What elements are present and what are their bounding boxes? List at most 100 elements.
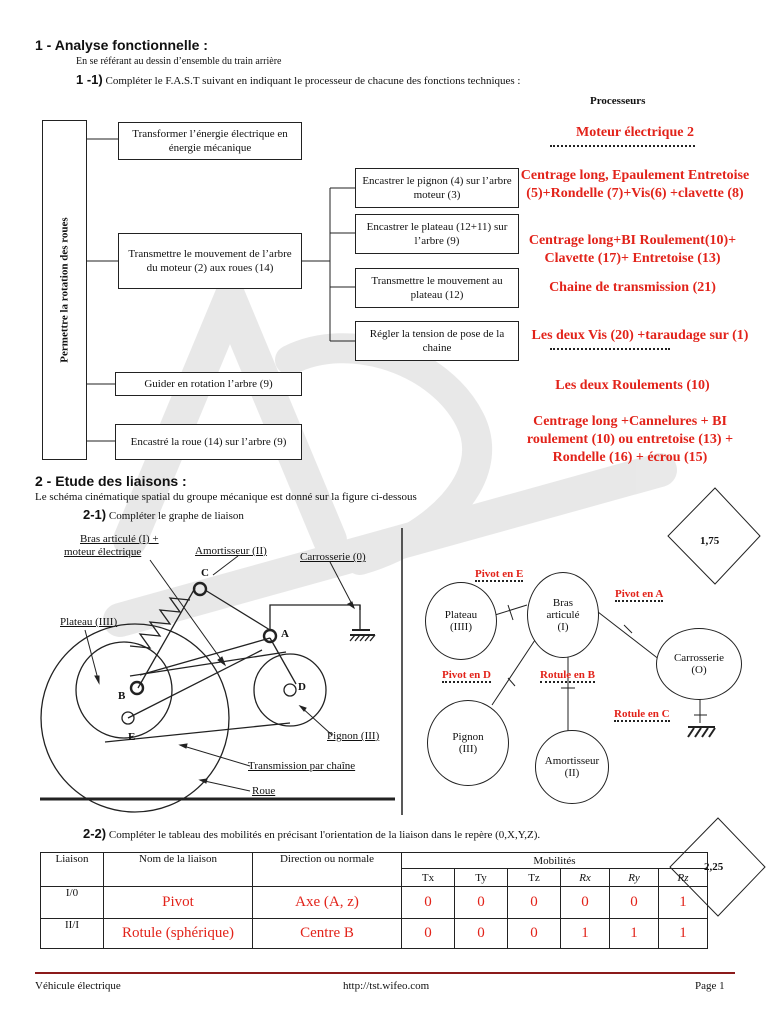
link-rotule-b: Rotule en B: [540, 669, 595, 683]
node-pignon-id: (III): [458, 743, 478, 755]
node-bras: Bras articulé (I): [527, 572, 599, 658]
subfunction-box-1: Encastrer le pignon (4) sur l’arbre mote…: [355, 168, 519, 208]
table-row: II/I Rotule (sphérique) Centre B 0 0 0 1…: [40, 918, 708, 949]
q21-num: 2-1): [83, 507, 107, 522]
node-pignon-name: Pignon: [452, 731, 484, 743]
subfunction-box-2: Encastrer le plateau (12+11) sur l’arbre…: [355, 214, 519, 254]
cell-rx: 0: [560, 886, 610, 919]
subfunction-box-3: Transmettre le mouvement au plateau (12): [355, 268, 519, 308]
cell-liaison: I/0: [40, 886, 104, 919]
cell-tz: 0: [507, 886, 561, 919]
q21: 2-1) Compléter le graphe de liaison: [83, 507, 244, 522]
label-transmission: Transmission par chaîne: [248, 760, 356, 772]
processor-6: Les deux Roulements (10): [555, 378, 710, 393]
cell-rz: 1: [658, 918, 708, 949]
mobility-table: Liaison Nom de la liaison Direction ou n…: [40, 852, 708, 949]
section1-intro: En se référant au dessin d’ensemble du t…: [76, 56, 282, 67]
liaison-graph: [491, 604, 707, 735]
processor-3: Centrage long+BI Roulement(10)+ Clavette…: [528, 233, 737, 266]
point-a: A: [281, 628, 289, 640]
score-diamond-1: [667, 487, 761, 585]
label-plateau: Plateau (IIII): [60, 616, 118, 628]
q22: 2-2) Compléter le tableau des mobilités …: [83, 826, 540, 841]
cell-ty: 0: [454, 918, 508, 949]
point-c: C: [201, 567, 209, 579]
q11-num: 1 -1): [76, 72, 103, 87]
node-plateau: Plateau (IIII): [425, 582, 497, 660]
th-tz: Tz: [507, 868, 561, 887]
q22-num: 2-2): [83, 826, 107, 841]
cell-nom: Pivot: [103, 886, 253, 919]
main-function-box: Permettre la rotation des roues: [42, 120, 87, 460]
th-mobilites: Mobilités: [401, 852, 708, 869]
footer-link[interactable]: http://tst.wifeo.com: [343, 980, 430, 992]
score-1: 1,75: [700, 535, 720, 547]
link-rotule-c: Rotule en C: [614, 708, 670, 722]
label-carrosserie: Carrosserie (0): [300, 551, 366, 563]
score-2: 2,25: [704, 861, 724, 873]
cell-tx: 0: [401, 918, 455, 949]
label-roue: Roue: [252, 785, 276, 797]
link-pivot-d: Pivot en D: [442, 669, 491, 683]
processor-4: Chaine de transmission (21): [549, 280, 716, 295]
dots-1: [550, 145, 695, 147]
th-rz: Rz: [658, 868, 708, 887]
node-carrosserie: Carrosserie (O): [656, 628, 742, 700]
link-pivot-e: Pivot en E: [475, 568, 524, 582]
processor-5: Les deux Vis (20) +taraudage sur (1): [531, 328, 749, 343]
label-bras2: moteur électrique: [64, 546, 142, 558]
cell-rz: 1: [658, 886, 708, 919]
label-bras: Bras articulé (I) +: [80, 533, 159, 545]
node-amortisseur-id: (II): [564, 767, 580, 779]
processor-1: Moteur électrique 2: [576, 125, 694, 140]
q22-text: Compléter le tableau des mobilités en pr…: [108, 829, 541, 841]
function-box-3: Guider en rotation l’arbre (9): [115, 372, 302, 396]
q11: 1 -1) Compléter le F.A.S.T suivant en in…: [76, 72, 520, 87]
label-pignon: Pignon (III): [327, 730, 380, 742]
node-bras-name: Bras: [552, 597, 574, 609]
cell-direction: Axe (A, z): [252, 886, 402, 919]
cell-rx: 1: [560, 918, 610, 949]
cell-ry: 0: [609, 886, 659, 919]
node-amortisseur-name: Amortisseur: [544, 755, 600, 767]
th-ty: Ty: [454, 868, 508, 887]
node-bras-id: (I): [557, 621, 569, 633]
node-plateau-name: Plateau: [444, 609, 478, 621]
footer-page: Page 1: [695, 980, 725, 992]
section2-intro: Le schéma cinématique spatial du groupe …: [35, 491, 417, 503]
function-box-1: Transformer l’énergie électrique en éner…: [118, 122, 302, 160]
node-carrosserie-name: Carrosserie: [673, 652, 725, 664]
fast-connectors: [87, 138, 355, 442]
kinematic-schema: [40, 581, 395, 813]
cell-liaison: II/I: [40, 918, 104, 949]
point-b: B: [118, 690, 126, 702]
th-ry: Ry: [609, 868, 659, 887]
node-amortisseur: Amortisseur (II): [535, 730, 609, 804]
cell-ty: 0: [454, 886, 508, 919]
point-d: D: [298, 681, 306, 693]
cell-tz: 0: [507, 918, 561, 949]
cell-direction: Centre B: [252, 918, 402, 949]
node-bras-name2: articulé: [546, 609, 580, 621]
q11-text: Compléter le F.A.S.T suivant en indiquan…: [105, 75, 521, 87]
node-plateau-id: (IIII): [450, 621, 472, 633]
section2-title: 2 - Etude des liaisons :: [35, 473, 187, 489]
th-tx: Tx: [401, 868, 455, 887]
score-diamond-2: [669, 817, 766, 917]
footer-left: Véhicule électrique: [35, 980, 121, 992]
link-pivot-a: Pivot en A: [615, 588, 664, 602]
th-nom: Nom de la liaison: [103, 852, 253, 887]
subfunction-box-4: Régler la tension de pose de la chaine: [355, 321, 519, 361]
cell-ry: 1: [609, 918, 659, 949]
function-box-4: Encastré la roue (14) sur l’arbre (9): [115, 424, 302, 460]
dots-5: [550, 348, 670, 350]
node-carrosserie-id: (O): [691, 664, 707, 676]
point-e: E: [128, 731, 136, 743]
main-function-label: Permettre la rotation des roues: [58, 217, 71, 363]
hatch-ground-graph: [687, 726, 716, 738]
cell-tx: 0: [401, 886, 455, 919]
processor-2: Centrage long, Epaulement Entretoise (5)…: [520, 168, 750, 201]
label-amortisseur: Amortisseur (II): [195, 545, 267, 557]
q21-text: Compléter le graphe de liaison: [108, 510, 244, 522]
